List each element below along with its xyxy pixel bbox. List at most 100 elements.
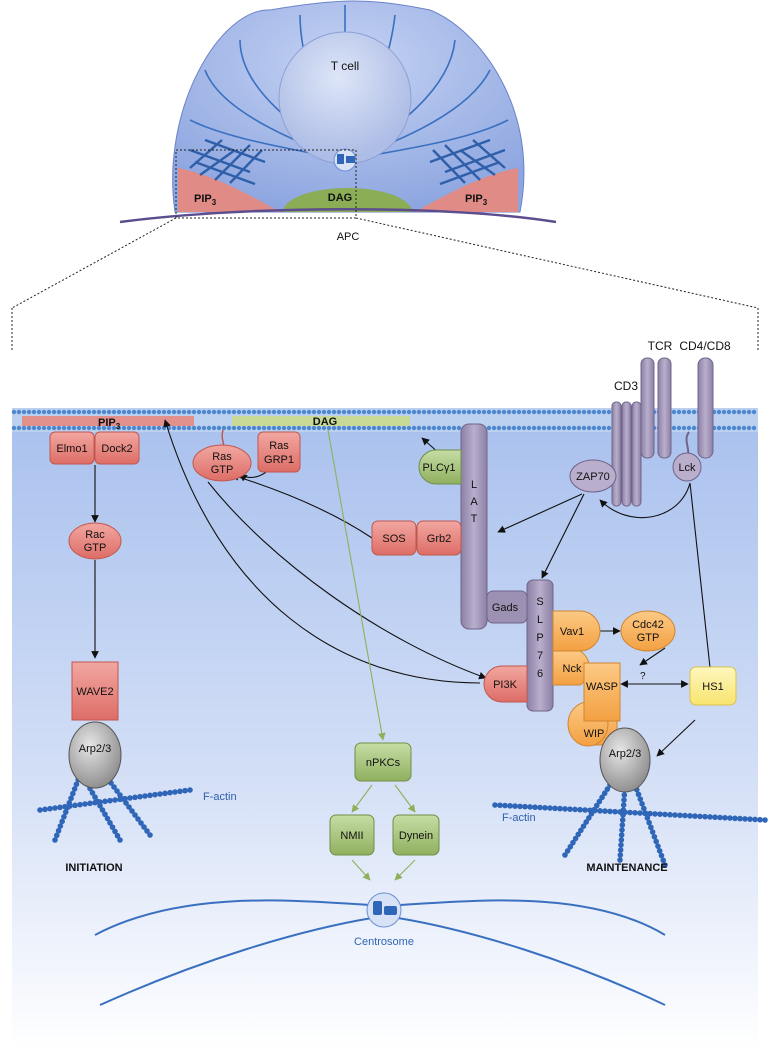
lipid-head <box>746 425 752 431</box>
actin-bead <box>102 798 108 805</box>
wasp-label: WASP <box>586 681 618 693</box>
ras-grp1-label-2: GRP1 <box>264 454 294 466</box>
tcr-chain-beta <box>657 357 672 459</box>
lipid-head <box>586 409 592 415</box>
lipid-head <box>346 425 352 431</box>
lipid-head <box>226 425 232 431</box>
slp76-letter-1: S <box>536 596 543 608</box>
lipid-head <box>41 425 47 431</box>
lipid-head <box>201 425 207 431</box>
lipid-head <box>681 409 687 415</box>
plcg1-node <box>418 449 462 485</box>
dag-top-label: DAG <box>328 192 352 204</box>
lipid-head <box>721 425 727 431</box>
actin-bead <box>657 811 663 817</box>
lipid-head <box>501 409 507 415</box>
actin-bead <box>552 805 558 812</box>
initiation-pathway: Elmo1 Dock2 Rac GTP WAVE2 Arp2/3 F-actin… <box>37 431 237 874</box>
dock2-node <box>94 431 140 465</box>
actin-bead <box>557 805 563 812</box>
lipid-head <box>586 425 592 431</box>
lipid-head <box>426 409 432 415</box>
lipid-head <box>526 409 532 415</box>
lipid-head <box>56 425 62 431</box>
elmo1-node <box>49 431 95 465</box>
lipid-head <box>256 425 262 431</box>
actin-bead <box>620 807 627 813</box>
maintenance-label: MAINTENANCE <box>586 862 667 874</box>
lipid-head <box>56 409 62 415</box>
lipid-head <box>571 425 577 431</box>
actin-bead <box>601 790 608 797</box>
actin-bead <box>717 814 723 821</box>
actin-bead <box>141 824 147 830</box>
lipid-head <box>451 409 457 415</box>
npkcs-label: nPKCs <box>366 757 401 769</box>
actin-bead <box>112 797 118 803</box>
lipid-head <box>466 409 472 415</box>
lipid-head <box>686 425 692 431</box>
slp76-letter-3: P <box>536 632 543 644</box>
actin-bead <box>575 831 582 838</box>
actin-bead <box>644 815 651 821</box>
lipid-head <box>321 425 327 431</box>
lipid-head <box>196 409 202 415</box>
lipid-head <box>306 409 312 415</box>
lipid-head <box>496 409 502 415</box>
lipid-head <box>436 409 442 415</box>
actin-bead <box>648 824 654 831</box>
lipid-head <box>176 425 182 431</box>
lipid-head <box>736 425 742 431</box>
lipid-head <box>96 425 102 431</box>
maintenance-pathway: Vav1 Nck Cdc42 GTP WIP WASP HS1 Arp2/3 F… <box>492 610 768 874</box>
actin-bead <box>73 781 80 788</box>
actin-bead <box>107 797 113 804</box>
lipid-head <box>341 425 347 431</box>
lipid-head <box>446 409 452 415</box>
actin-bead <box>117 792 123 798</box>
actin-bead <box>578 827 584 834</box>
lipid-head <box>741 425 747 431</box>
actin-bead <box>702 813 708 820</box>
actin-bead <box>89 790 96 796</box>
lipid-head <box>316 409 322 415</box>
lipid-head <box>246 409 252 415</box>
lipid-head <box>241 425 247 431</box>
actin-bead <box>564 848 571 854</box>
lipid-head <box>36 409 42 415</box>
pip3-left-label: PIP3 <box>194 193 217 207</box>
lipid-head <box>471 409 477 415</box>
actin-bead <box>604 786 611 792</box>
slp76-letter-5: 6 <box>537 668 543 680</box>
actin-bead <box>127 795 133 801</box>
lipid-head <box>431 425 437 431</box>
pip3-region-left <box>178 168 280 212</box>
lipid-head <box>26 409 32 415</box>
lipid-head <box>506 409 512 415</box>
arp23-left-node <box>68 721 122 789</box>
actin-bead <box>621 797 627 803</box>
pip3-right-label: PIP3 <box>465 193 488 207</box>
lipid-head <box>21 425 27 431</box>
lipid-head <box>491 425 497 431</box>
lipid-head <box>596 409 602 415</box>
cd3-label: CD3 <box>614 379 638 393</box>
actin-bead <box>537 804 543 811</box>
actin-bead <box>126 804 132 810</box>
lipid-head <box>381 409 387 415</box>
lipid-head <box>216 409 222 415</box>
lipid-head <box>536 425 542 431</box>
lipid-head <box>481 409 487 415</box>
cdc42-gtp-label-2: GTP <box>637 632 660 644</box>
dynein-label: Dynein <box>399 830 433 842</box>
lipid-head <box>201 409 207 415</box>
lipid-head <box>166 409 172 415</box>
lipid-head <box>561 409 567 415</box>
actin-bead <box>157 791 163 797</box>
lipid-head <box>516 425 522 431</box>
actin-bead <box>639 801 645 807</box>
actin-bead <box>162 790 168 797</box>
ras-grp1-label-1: Ras <box>269 440 289 452</box>
receptors: TCR CD4/CD8 CD3 Lck ZAP70 L A T Gads S L… <box>460 339 731 712</box>
